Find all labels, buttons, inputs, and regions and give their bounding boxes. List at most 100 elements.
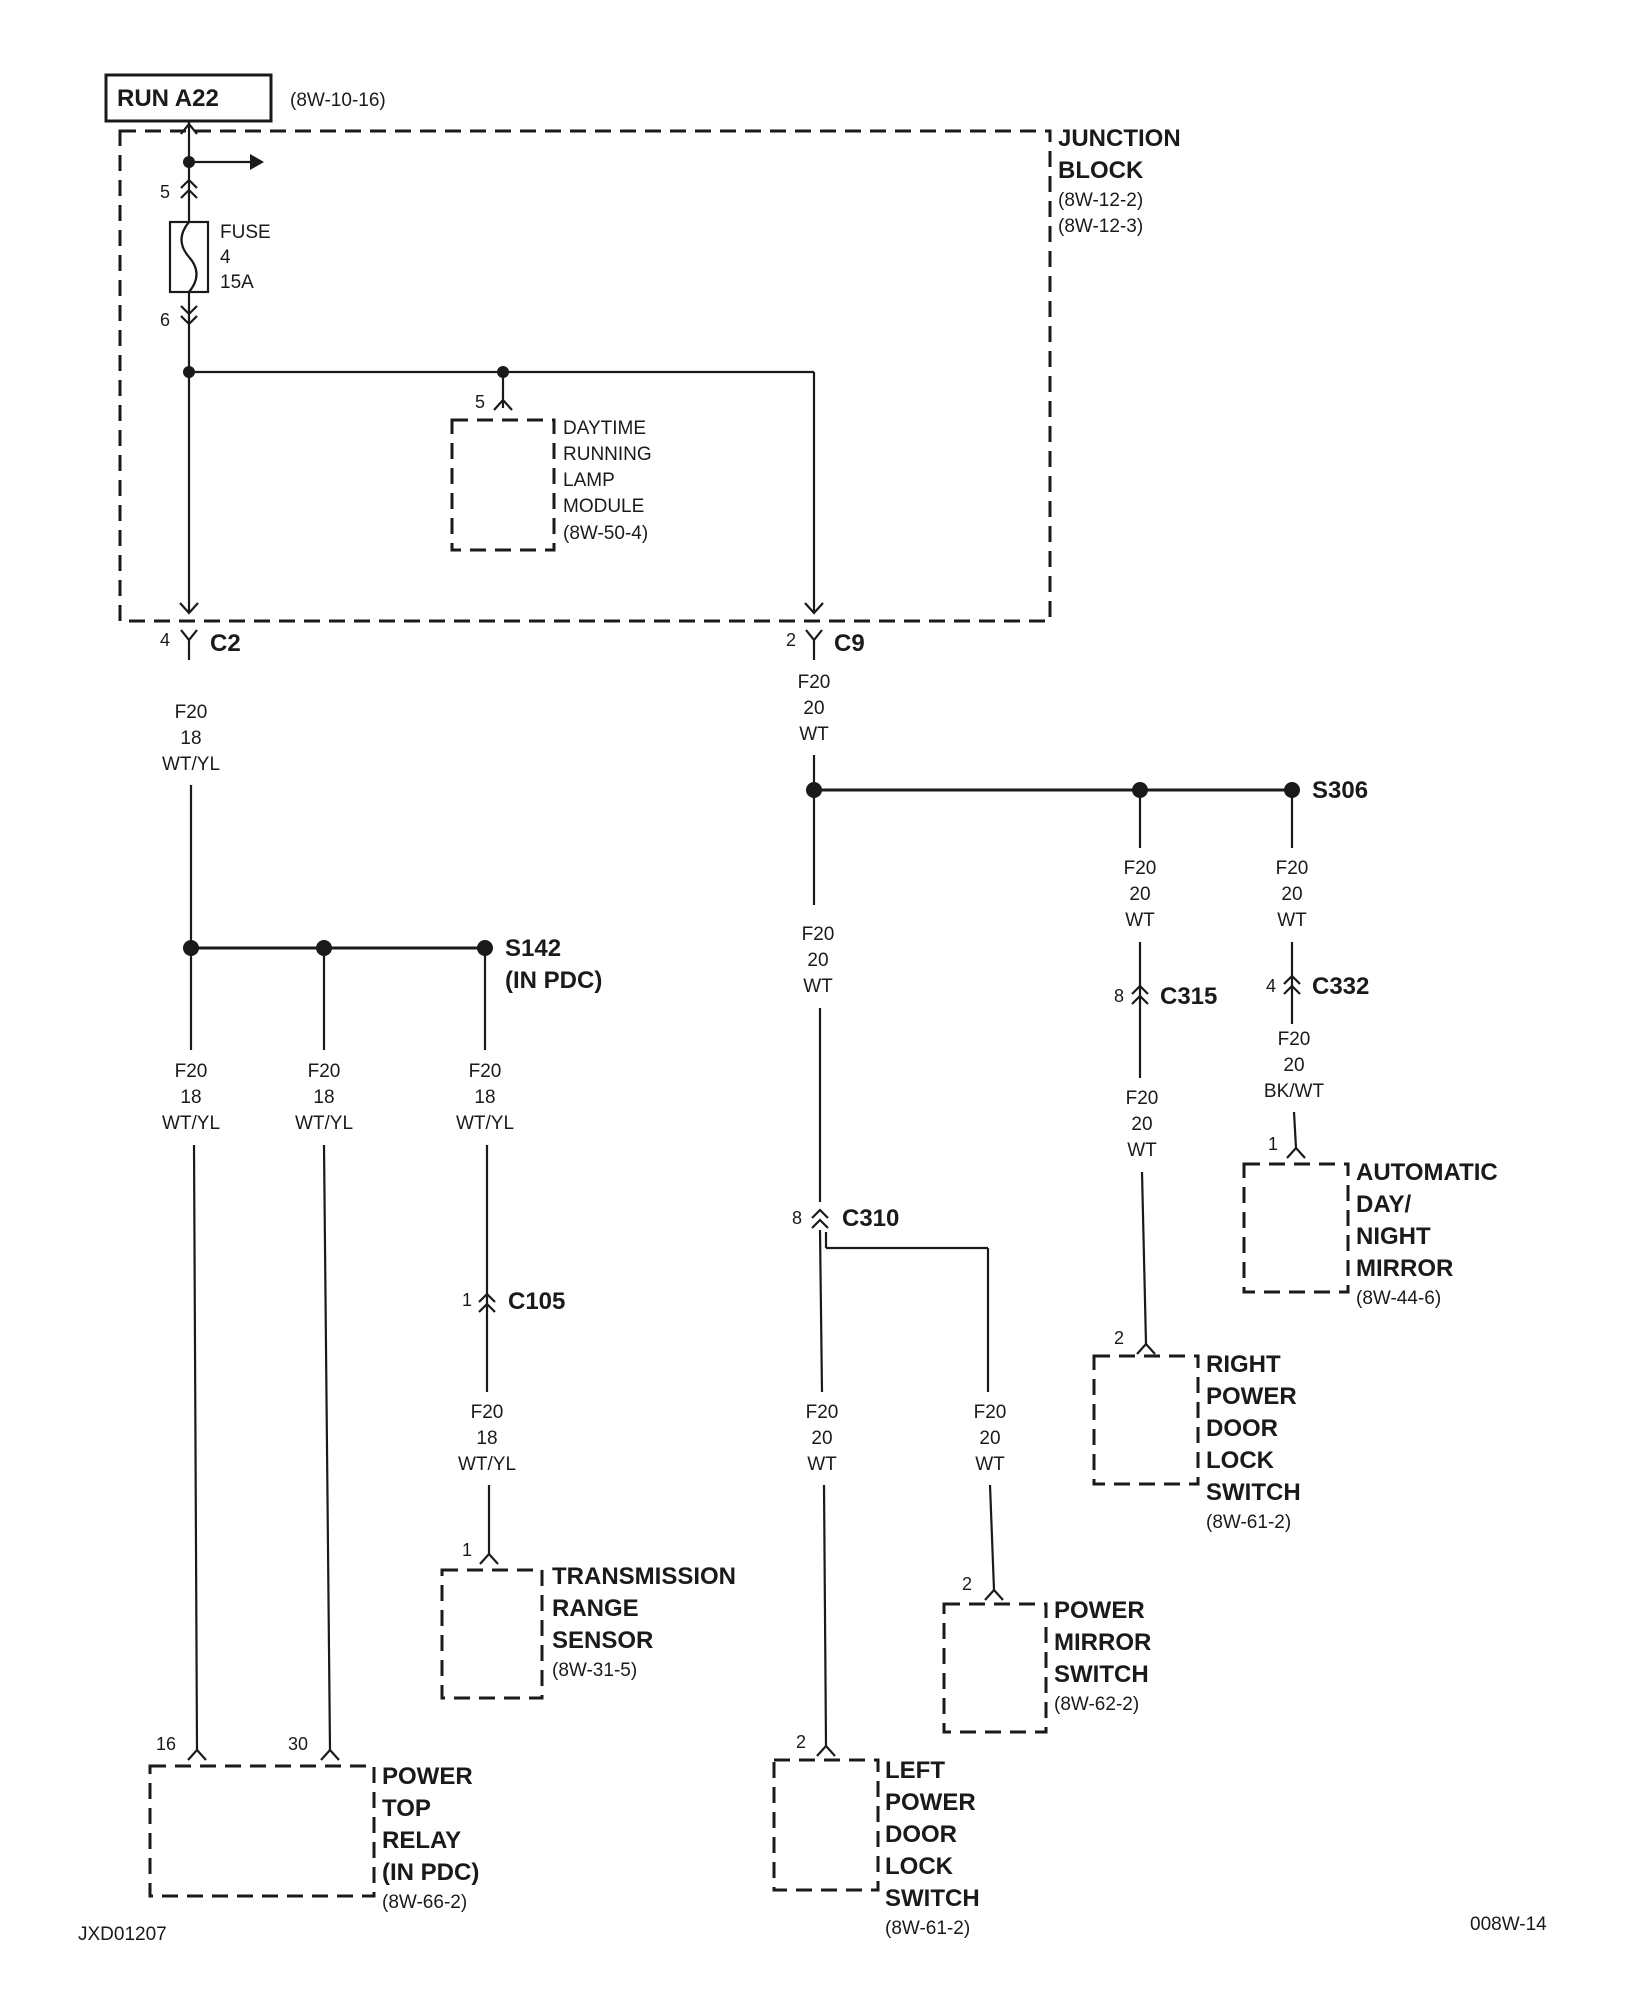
daytime-running-lamp-module: DAYTIME RUNNING LAMP MODULE (8W-50-4): [450, 418, 652, 552]
rpdl-ref: (8W-61-2): [1206, 1512, 1291, 1533]
right-arrow-icon: [250, 154, 264, 170]
connector-c315: 8 C315: [1114, 983, 1217, 1010]
connector-icon: [320, 1748, 340, 1761]
relay-pin-a: 16: [156, 1734, 176, 1754]
rpdl-line4: LOCK: [1206, 1447, 1275, 1474]
wire-circuit: F20: [469, 1061, 502, 1082]
run-a22-ref: (8W-10-16): [290, 90, 386, 111]
up-arrow-icon: [180, 122, 198, 135]
relay-line4: (IN PDC): [382, 1859, 479, 1886]
connector-icon: [479, 1552, 499, 1565]
c105-name: C105: [508, 1288, 565, 1315]
fuse-element-icon: [180, 221, 198, 293]
pms-line2: MIRROR: [1054, 1629, 1151, 1656]
trs-line2: RANGE: [552, 1595, 639, 1622]
wire-color: WT/YL: [295, 1113, 353, 1134]
wire-color: WT: [1127, 1140, 1157, 1161]
rpdl-pin: 2: [1114, 1328, 1124, 1348]
c9-name: C9: [834, 630, 865, 657]
wire-c332: F20 20 WT F20 20 BK/WT 1: [1264, 790, 1324, 1159]
relay-pin-b: 30: [288, 1734, 308, 1754]
wire-gauge: 20: [811, 1428, 832, 1449]
wire-circuit: F20: [1124, 858, 1157, 879]
adnm-line3: NIGHT: [1356, 1223, 1431, 1250]
connector-c9: 2 C9: [786, 629, 865, 660]
relay-line2: TOP: [382, 1795, 431, 1822]
connector-icon: [811, 1208, 829, 1219]
connector-icon: [805, 629, 823, 642]
trs-pin: 1: [462, 1540, 472, 1560]
trs-box: [440, 1568, 544, 1700]
power-top-relay: POWER TOP RELAY (IN PDC) (8W-66-2): [148, 1763, 479, 1913]
c310-pin: 8: [792, 1208, 802, 1228]
splice-s142: S142 (IN PDC): [183, 935, 602, 994]
wire-gauge: 20: [1281, 884, 1302, 905]
run-a22-label: RUN A22: [117, 85, 219, 112]
c315-name: C315: [1160, 983, 1217, 1010]
drl-ref: (8W-50-4): [563, 523, 648, 544]
wire-color: WT: [807, 1454, 837, 1475]
connector-c332: 4 C332: [1266, 973, 1369, 1000]
connector-icon: [180, 188, 198, 199]
c9-pin: 2: [786, 630, 796, 650]
wire-circuit: F20: [1278, 1029, 1311, 1050]
relay-line1: POWER: [382, 1763, 473, 1790]
wire-gauge: 20: [807, 950, 828, 971]
wire-circuit: F20: [974, 1402, 1007, 1423]
trs-line1: TRANSMISSION: [552, 1563, 736, 1590]
power-mirror-switch: POWER MIRROR SWITCH (8W-62-2): [942, 1597, 1151, 1734]
c2-name: C2: [210, 630, 241, 657]
lpdl-pin: 2: [796, 1732, 806, 1752]
c310-name: C310: [842, 1205, 899, 1232]
c315-pin: 8: [1114, 986, 1124, 1006]
wire-color: WT: [803, 976, 833, 997]
connector-icon: [187, 1748, 207, 1761]
splice-s306: S306: [806, 777, 1368, 804]
adnm-line2: DAY/: [1356, 1191, 1411, 1218]
lpdl-box: [772, 1758, 880, 1892]
connector-icon: [180, 305, 198, 316]
lpdl-line1: LEFT: [885, 1757, 945, 1784]
wire-circuit: F20: [806, 1402, 839, 1423]
relay-line3: RELAY: [382, 1827, 461, 1854]
connector-icon: [1136, 1342, 1156, 1355]
fuse-rating: 15A: [220, 272, 254, 293]
s142-name: S142: [505, 935, 561, 962]
automatic-day-night-mirror: AUTOMATIC DAY/ NIGHT MIRROR (8W-44-6): [1242, 1159, 1498, 1309]
wire-color: WT: [975, 1454, 1005, 1475]
junction-block-outline: [118, 129, 1052, 623]
drl-line2: RUNNING: [563, 444, 652, 465]
fuse-label: FUSE: [220, 222, 271, 243]
connector-icon: [180, 629, 198, 642]
lpdl-line5: SWITCH: [885, 1885, 980, 1912]
wire-circuit: F20: [175, 702, 208, 723]
junction-block-title-2: BLOCK: [1058, 157, 1144, 184]
relay-ref: (8W-66-2): [382, 1892, 467, 1913]
pms-pin: 2: [962, 1574, 972, 1594]
drl-box: [450, 418, 556, 552]
wire-trs: F20 18 WT/YL F20 18 WT/YL 1: [456, 948, 516, 1565]
junction-block-title-1: JUNCTION: [1058, 125, 1181, 152]
internal-bus: 5: [179, 366, 824, 615]
left-power-door-lock-switch: LEFT POWER DOOR LOCK SWITCH (8W-61-2): [772, 1757, 980, 1939]
connector-icon: [180, 178, 198, 189]
rpdl-box: [1092, 1354, 1200, 1486]
wire-circuit: F20: [798, 672, 831, 693]
wire-gauge: 18: [313, 1087, 334, 1108]
c332-pin: 4: [1266, 976, 1276, 996]
wire-circuit: F20: [308, 1061, 341, 1082]
wire-gauge: 20: [1283, 1055, 1304, 1076]
junction-block-ref-2: (8W-12-3): [1058, 216, 1143, 237]
adnm-ref: (8W-44-6): [1356, 1288, 1441, 1309]
wire-color: WT/YL: [162, 1113, 220, 1134]
wire-gauge: 20: [1129, 884, 1150, 905]
wire-circuit: F20: [1276, 858, 1309, 879]
wire-left-door-lock: F20 20 WT 2: [796, 1229, 839, 1757]
wire-gauge: 20: [979, 1428, 1000, 1449]
junction-block: JUNCTION BLOCK (8W-12-2) (8W-12-3): [118, 125, 1181, 623]
rpdl-line2: POWER: [1206, 1383, 1297, 1410]
wire-color: WT/YL: [458, 1454, 516, 1475]
wire-circuit: F20: [802, 924, 835, 945]
right-power-door-lock-switch: RIGHT POWER DOOR LOCK SWITCH (8W-61-2): [1092, 1351, 1301, 1533]
